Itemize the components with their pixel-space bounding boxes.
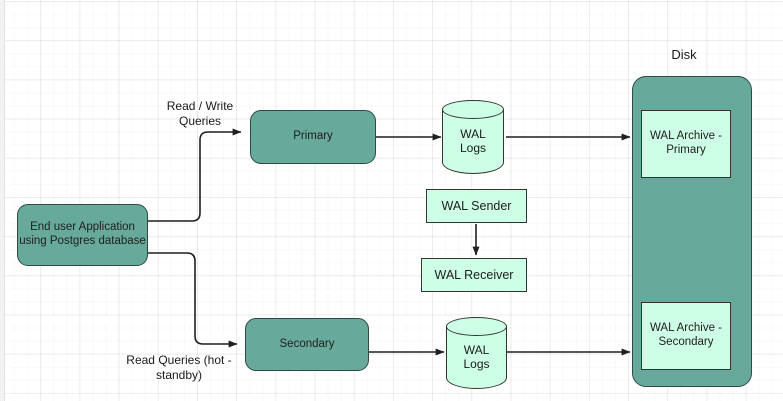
disk-label: Disk <box>671 47 697 62</box>
wal-logs-secondary-text: WAL Logs <box>446 343 507 372</box>
secondary-label: Secondary <box>279 337 335 350</box>
wal-logs-secondary-line1: WAL <box>463 343 490 357</box>
wal-logs-secondary-node[interactable]: WAL Logs <box>446 317 507 389</box>
read-only-line2: standby) <box>155 368 203 382</box>
primary-node[interactable]: Primary <box>250 110 376 164</box>
cylinder-top-ellipse <box>446 317 507 336</box>
wal-logs-secondary-line2: Logs <box>463 357 490 372</box>
cylinder-body <box>446 326 507 389</box>
wal-sender-label: WAL Sender <box>441 198 512 213</box>
end-user-application-node[interactable]: End user Application using Postgres data… <box>17 204 148 266</box>
secondary-node[interactable]: Secondary <box>245 318 369 371</box>
edge-app-to-secondary <box>148 252 238 348</box>
edge-label-read-write: Read / Write Queries <box>148 99 252 129</box>
wal-archive-primary-line2: Primary <box>666 144 706 156</box>
wal-archive-primary-line1: WAL Archive - <box>650 130 722 143</box>
read-write-line1: Read / Write <box>166 99 234 113</box>
wal-receiver-label: WAL Receiver <box>434 267 514 282</box>
cylinder-top-ellipse <box>442 100 504 119</box>
edge-label-read-only: Read Queries (hot - standby) <box>112 353 246 383</box>
wal-archive-secondary-line1: WAL Archive - <box>650 322 722 335</box>
cylinder-body <box>442 109 504 174</box>
wal-archive-secondary-node[interactable]: WAL Archive - Secondary <box>641 302 731 370</box>
app-line1: End user Application <box>30 221 135 234</box>
wal-archive-secondary-line2: Secondary <box>658 336 714 348</box>
edge-app-to-primary <box>148 128 242 222</box>
wal-archive-primary-node[interactable]: WAL Archive - Primary <box>641 110 731 178</box>
read-write-line2: Queries <box>178 114 222 128</box>
wal-logs-primary-line2: Logs <box>459 141 487 156</box>
wal-logs-primary-line1: WAL <box>460 127 486 141</box>
wal-logs-primary-node[interactable]: WAL Logs <box>442 100 504 174</box>
wal-sender-node[interactable]: WAL Sender <box>426 189 527 223</box>
wal-receiver-node[interactable]: WAL Receiver <box>421 258 527 292</box>
page-edge-strip <box>0 0 5 401</box>
wal-logs-primary-text: WAL Logs <box>442 127 504 156</box>
app-line2: using Postgres database <box>19 235 146 247</box>
primary-label: Primary <box>293 130 333 143</box>
read-only-line1: Read Queries (hot - <box>126 353 232 367</box>
